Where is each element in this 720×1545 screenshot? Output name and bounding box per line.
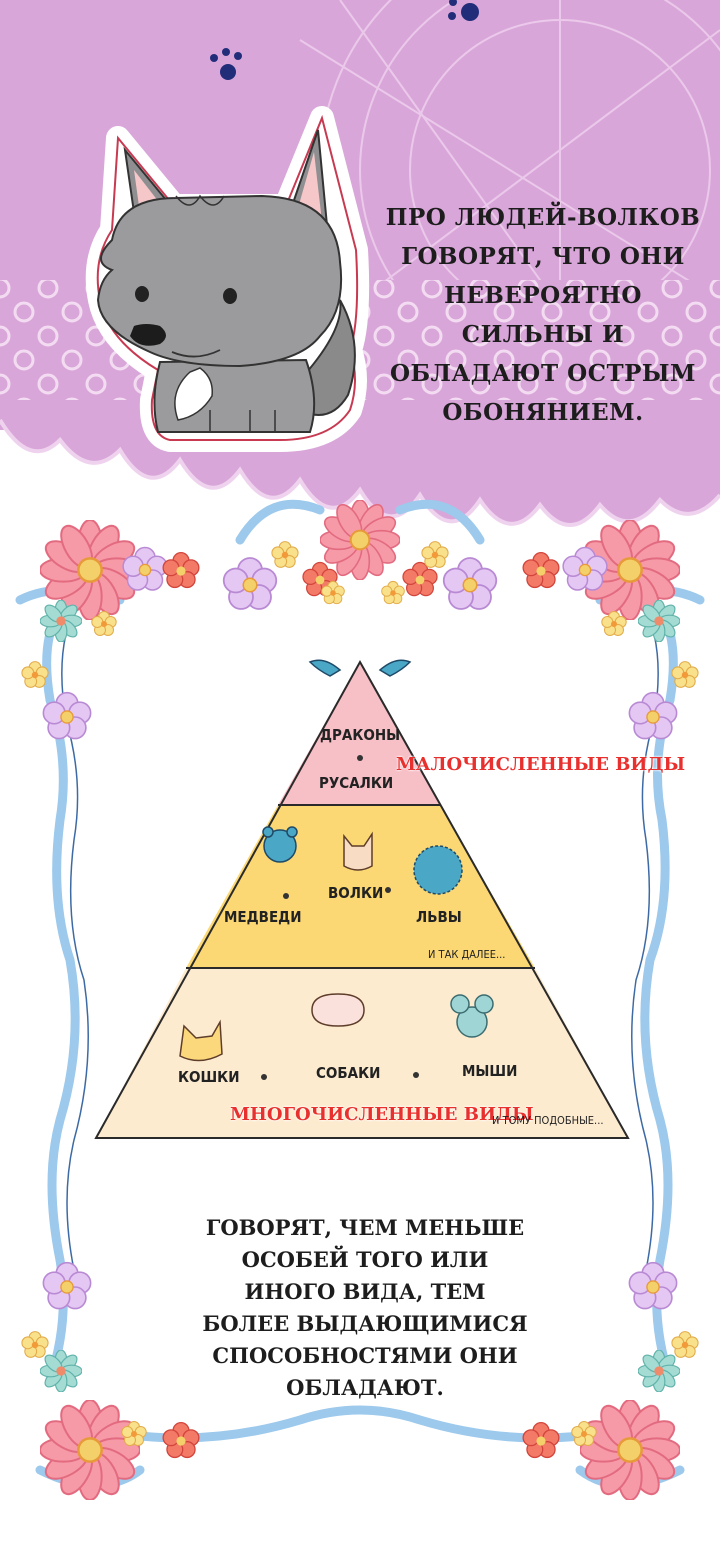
label-numerous-species: Многочисленные виды — [230, 1104, 534, 1125]
label-cats: Кошки — [178, 1068, 240, 1086]
cat-head-icon — [179, 1019, 223, 1062]
cat-head-icon — [343, 831, 373, 871]
label-mermaids: Русалки — [319, 774, 394, 792]
bullet-dot — [261, 1074, 267, 1080]
wolf-pup-illustration — [85, 106, 370, 452]
label-mice: Мыши — [462, 1062, 518, 1080]
paw-print-icon — [210, 0, 479, 80]
bullet-dot — [357, 755, 363, 761]
label-bears: Медведи — [224, 908, 302, 926]
narration-caption-bottom: Говорят, чем меньше особей того или иног… — [202, 1215, 528, 1400]
dog-head-icon — [311, 993, 365, 1027]
label-rare-species: Малочисленные виды — [396, 754, 686, 775]
bullet-dot — [413, 1072, 419, 1078]
label-dogs: Собаки — [316, 1064, 381, 1082]
mouse-head-icon — [450, 994, 494, 1038]
label-dragons: Драконы — [320, 726, 401, 744]
label-lions: Львы — [416, 908, 462, 926]
note-and-so-on: и так далее... — [428, 948, 506, 961]
bullet-dot — [283, 893, 289, 899]
dragon-wings-icon — [308, 659, 412, 677]
label-wolves: Волки — [328, 884, 384, 902]
bear-head-icon — [262, 826, 298, 863]
lion-mane-icon — [413, 845, 463, 895]
species-pyramid — [94, 659, 630, 1139]
floral-frame — [15, 499, 705, 1500]
note-and-the-like: и тому подобные... — [492, 1114, 604, 1127]
bullet-dot — [385, 887, 391, 893]
narration-caption-top: Про людей-волков говорят, что они неверо… — [385, 204, 701, 426]
